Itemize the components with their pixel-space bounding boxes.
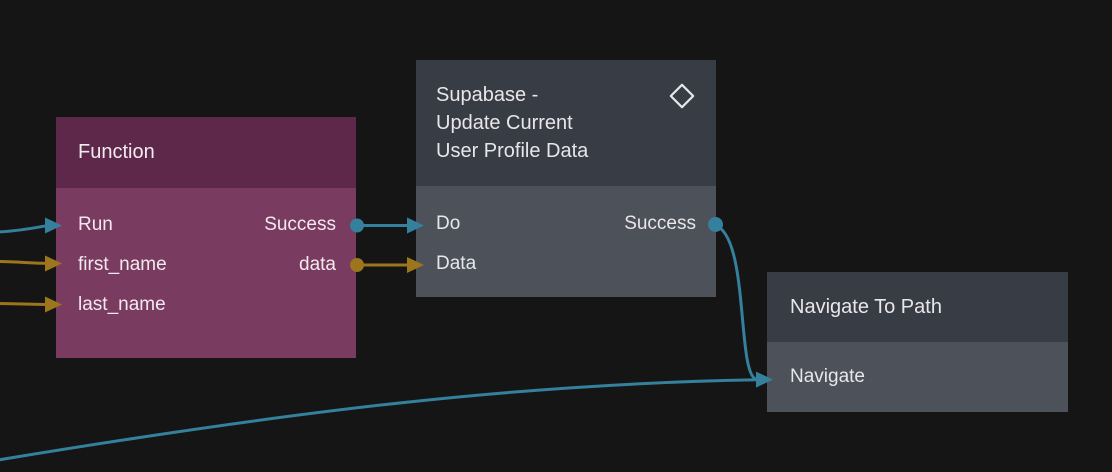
- port-input-run[interactable]: Run: [78, 214, 113, 235]
- wire-into-first-name[interactable]: [0, 260, 46, 265]
- wire-success-to-navigate-arrowhead-icon[interactable]: [756, 371, 773, 388]
- port-row: Navigate: [790, 357, 1048, 397]
- port-output-success[interactable]: Success: [624, 213, 696, 234]
- port-input-navigate[interactable]: Navigate: [790, 366, 865, 387]
- wire-success-to-do-arrowhead-icon[interactable]: [407, 217, 424, 234]
- node-title: Navigate To Path: [790, 295, 942, 318]
- port-input-first-name[interactable]: first_name: [78, 254, 167, 275]
- node-function-header[interactable]: Function: [56, 117, 356, 188]
- port-output-success[interactable]: Success: [264, 214, 336, 235]
- node-navigate-to-path[interactable]: Navigate To Path Navigate: [767, 272, 1068, 412]
- diamond-icon: [668, 82, 696, 110]
- node-navigate-body: Navigate: [767, 342, 1068, 412]
- port-row: Do Success: [436, 204, 696, 244]
- port-input-data[interactable]: Data: [436, 253, 477, 274]
- wire-into-last-name-arrowhead-icon[interactable]: [45, 296, 62, 313]
- port-row: last_name: [78, 285, 336, 325]
- wire-into-run-arrowhead-icon[interactable]: [45, 217, 62, 234]
- wire-offscreen-to-navigate[interactable]: [0, 378, 758, 462]
- wire-into-run[interactable]: [0, 224, 46, 234]
- node-title: Function: [78, 141, 155, 163]
- node-function-body: Run Success first_name data last_name: [56, 188, 356, 358]
- port-row: Run Success: [78, 205, 336, 245]
- port-row: first_name data: [78, 245, 336, 285]
- port-input-do[interactable]: Do: [436, 213, 461, 234]
- port-dot-data[interactable]: [350, 258, 364, 272]
- wire-data-to-data-arrowhead-icon[interactable]: [407, 257, 424, 273]
- node-navigate-header[interactable]: Navigate To Path: [767, 272, 1068, 342]
- port-output-data[interactable]: data: [299, 254, 336, 275]
- wire-into-last-name[interactable]: [0, 302, 46, 306]
- port-dot-supabase-success[interactable]: [708, 217, 723, 232]
- port-dot-success[interactable]: [350, 218, 364, 233]
- port-row: Data: [436, 244, 696, 284]
- node-supabase-body: Do Success Data: [416, 186, 716, 297]
- wire-success-to-navigate[interactable]: [714, 223, 758, 382]
- port-input-last-name[interactable]: last_name: [78, 294, 166, 315]
- node-function[interactable]: Function Run Success first_name data las…: [56, 117, 356, 358]
- wire-into-first-name-arrowhead-icon[interactable]: [45, 255, 62, 272]
